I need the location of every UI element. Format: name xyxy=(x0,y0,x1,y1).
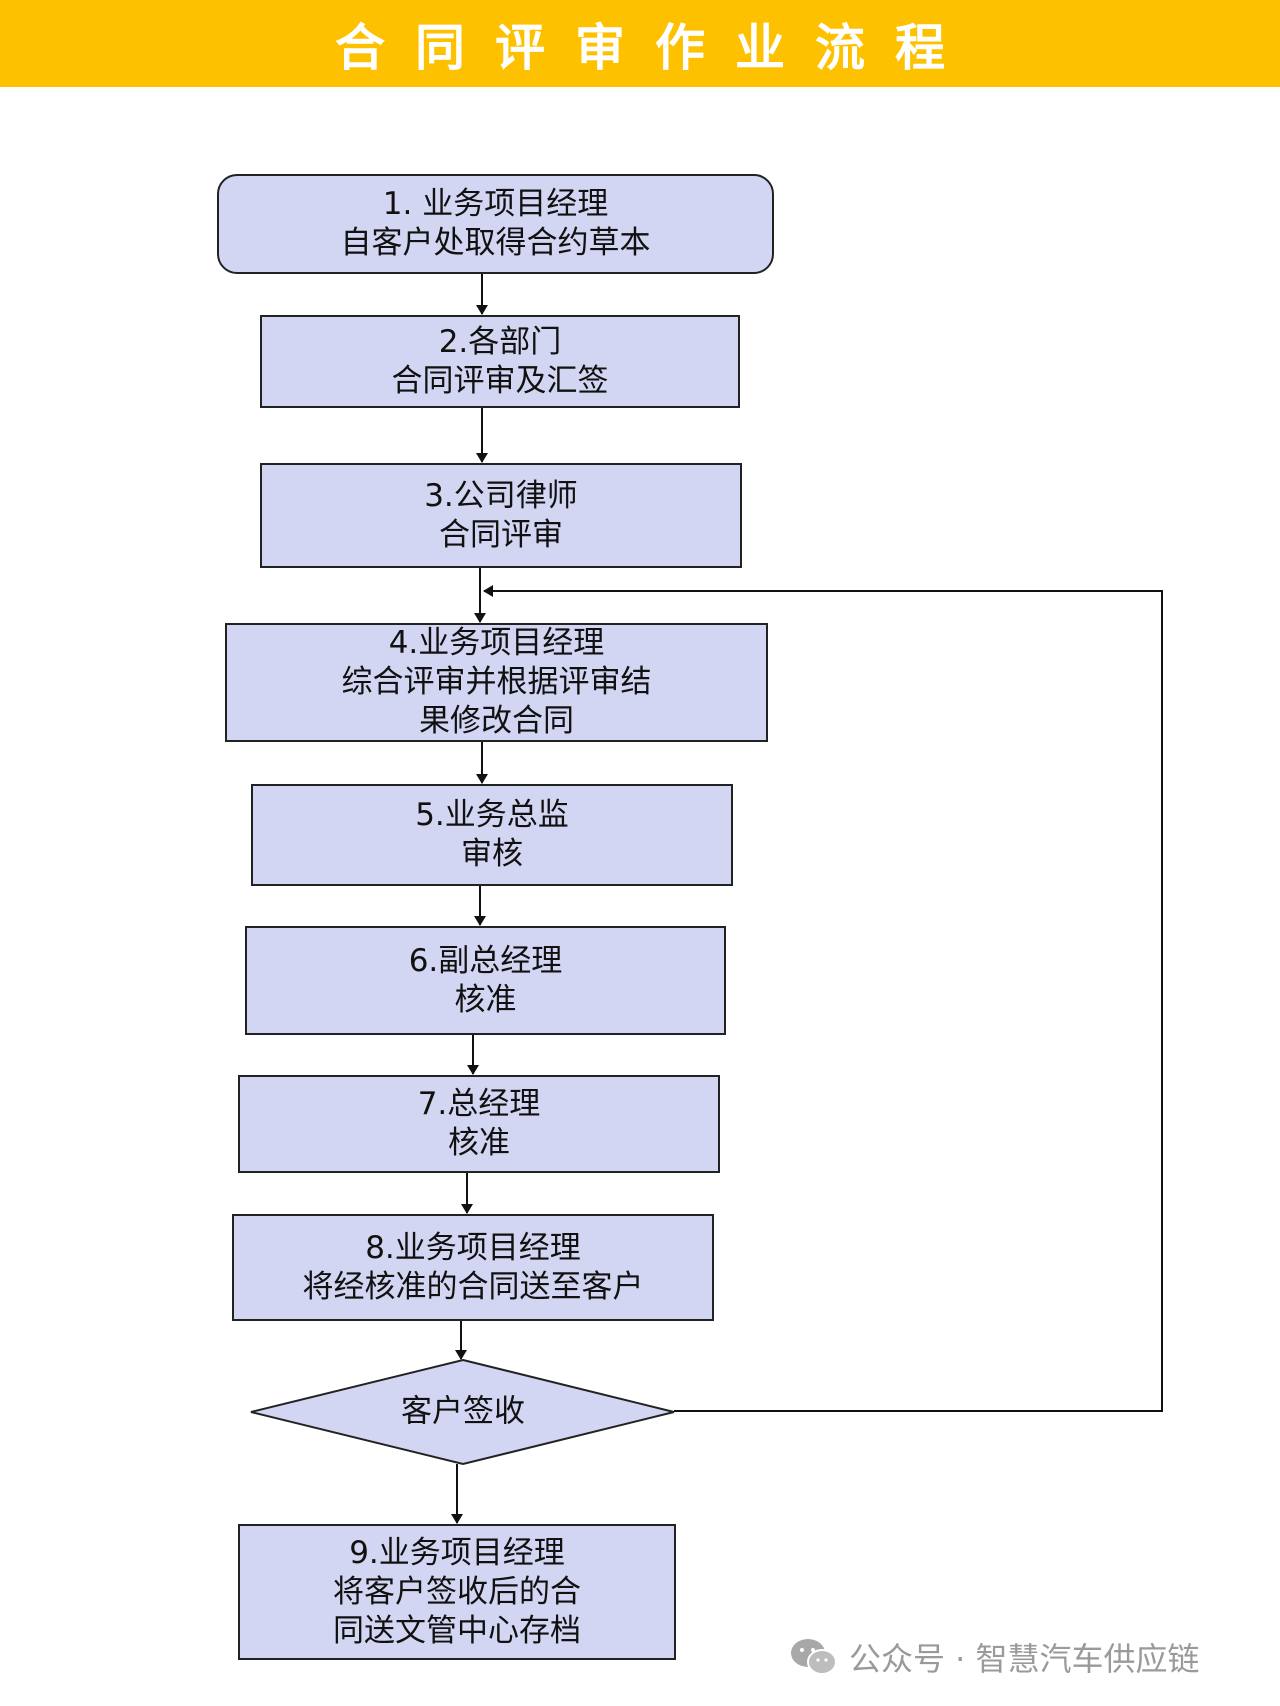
step-1-node: 1. 业务项目经理 自客户处取得合约草本 xyxy=(217,174,774,274)
page-title: 合同评审作业流程 xyxy=(335,18,975,77)
step-3-line-2: 合同评审 xyxy=(439,516,563,553)
step-5-line-1: 5.业务总监 xyxy=(415,797,569,833)
step-9-line-3: 同送文管中心存档 xyxy=(333,1612,581,1649)
step-4-line-3: 果修改合同 xyxy=(419,703,574,739)
wechat-icon xyxy=(789,1637,839,1677)
step-2-node: 2.各部门 合同评审及汇签 xyxy=(260,315,740,408)
step-3-node: 3.公司律师 合同评审 xyxy=(260,463,742,568)
step-4-line-2: 综合评审并根据评审结 xyxy=(341,664,652,700)
step-3-line-1: 3.公司律师 xyxy=(424,477,578,514)
watermark-text: 公众号 · 智慧汽车供应链 xyxy=(849,1640,1200,1678)
step-6-line-1: 6.副总经理 xyxy=(408,942,563,979)
step-2-line-2: 合同评审及汇签 xyxy=(391,362,609,399)
step-6-node: 6.副总经理 核准 xyxy=(245,926,726,1035)
step-6-line-2: 核准 xyxy=(454,981,517,1018)
decision-diamond xyxy=(250,1358,675,1466)
step-2-line-1: 2.各部门 xyxy=(438,323,562,360)
step-1-line-2: 自客户处取得合约草本 xyxy=(340,225,651,261)
step-5-line-2: 审核 xyxy=(461,836,523,872)
step-1-line-1: 1. 业务项目经理 xyxy=(382,186,609,222)
step-4-line-1: 4.业务项目经理 xyxy=(388,625,605,661)
step-7-line-1: 7.总经理 xyxy=(417,1086,541,1122)
step-4-node: 4.业务项目经理 综合评审并根据评审结 果修改合同 xyxy=(225,623,768,742)
step-5-node: 5.业务总监 审核 xyxy=(251,784,733,886)
step-9-node: 9.业务项目经理 将客户签收后的合 同送文管中心存档 xyxy=(238,1524,676,1660)
watermark: 公众号 · 智慧汽车供应链 xyxy=(789,1634,1200,1680)
step-9-line-1: 9.业务项目经理 xyxy=(349,1534,565,1571)
step-8-line-1: 8.业务项目经理 xyxy=(365,1229,581,1266)
step-7-node: 7.总经理 核准 xyxy=(238,1075,720,1173)
step-8-line-2: 将经核准的合同送至客户 xyxy=(302,1268,644,1305)
step-9-line-2: 将客户签收后的合 xyxy=(333,1573,581,1610)
step-8-node: 8.业务项目经理 将经核准的合同送至客户 xyxy=(232,1214,714,1321)
decision-label: 客户签收 xyxy=(401,1393,525,1430)
step-7-line-2: 核准 xyxy=(448,1125,510,1161)
title-banner: 合同评审作业流程 xyxy=(0,0,1280,87)
edge-loop-back xyxy=(483,585,1163,1412)
